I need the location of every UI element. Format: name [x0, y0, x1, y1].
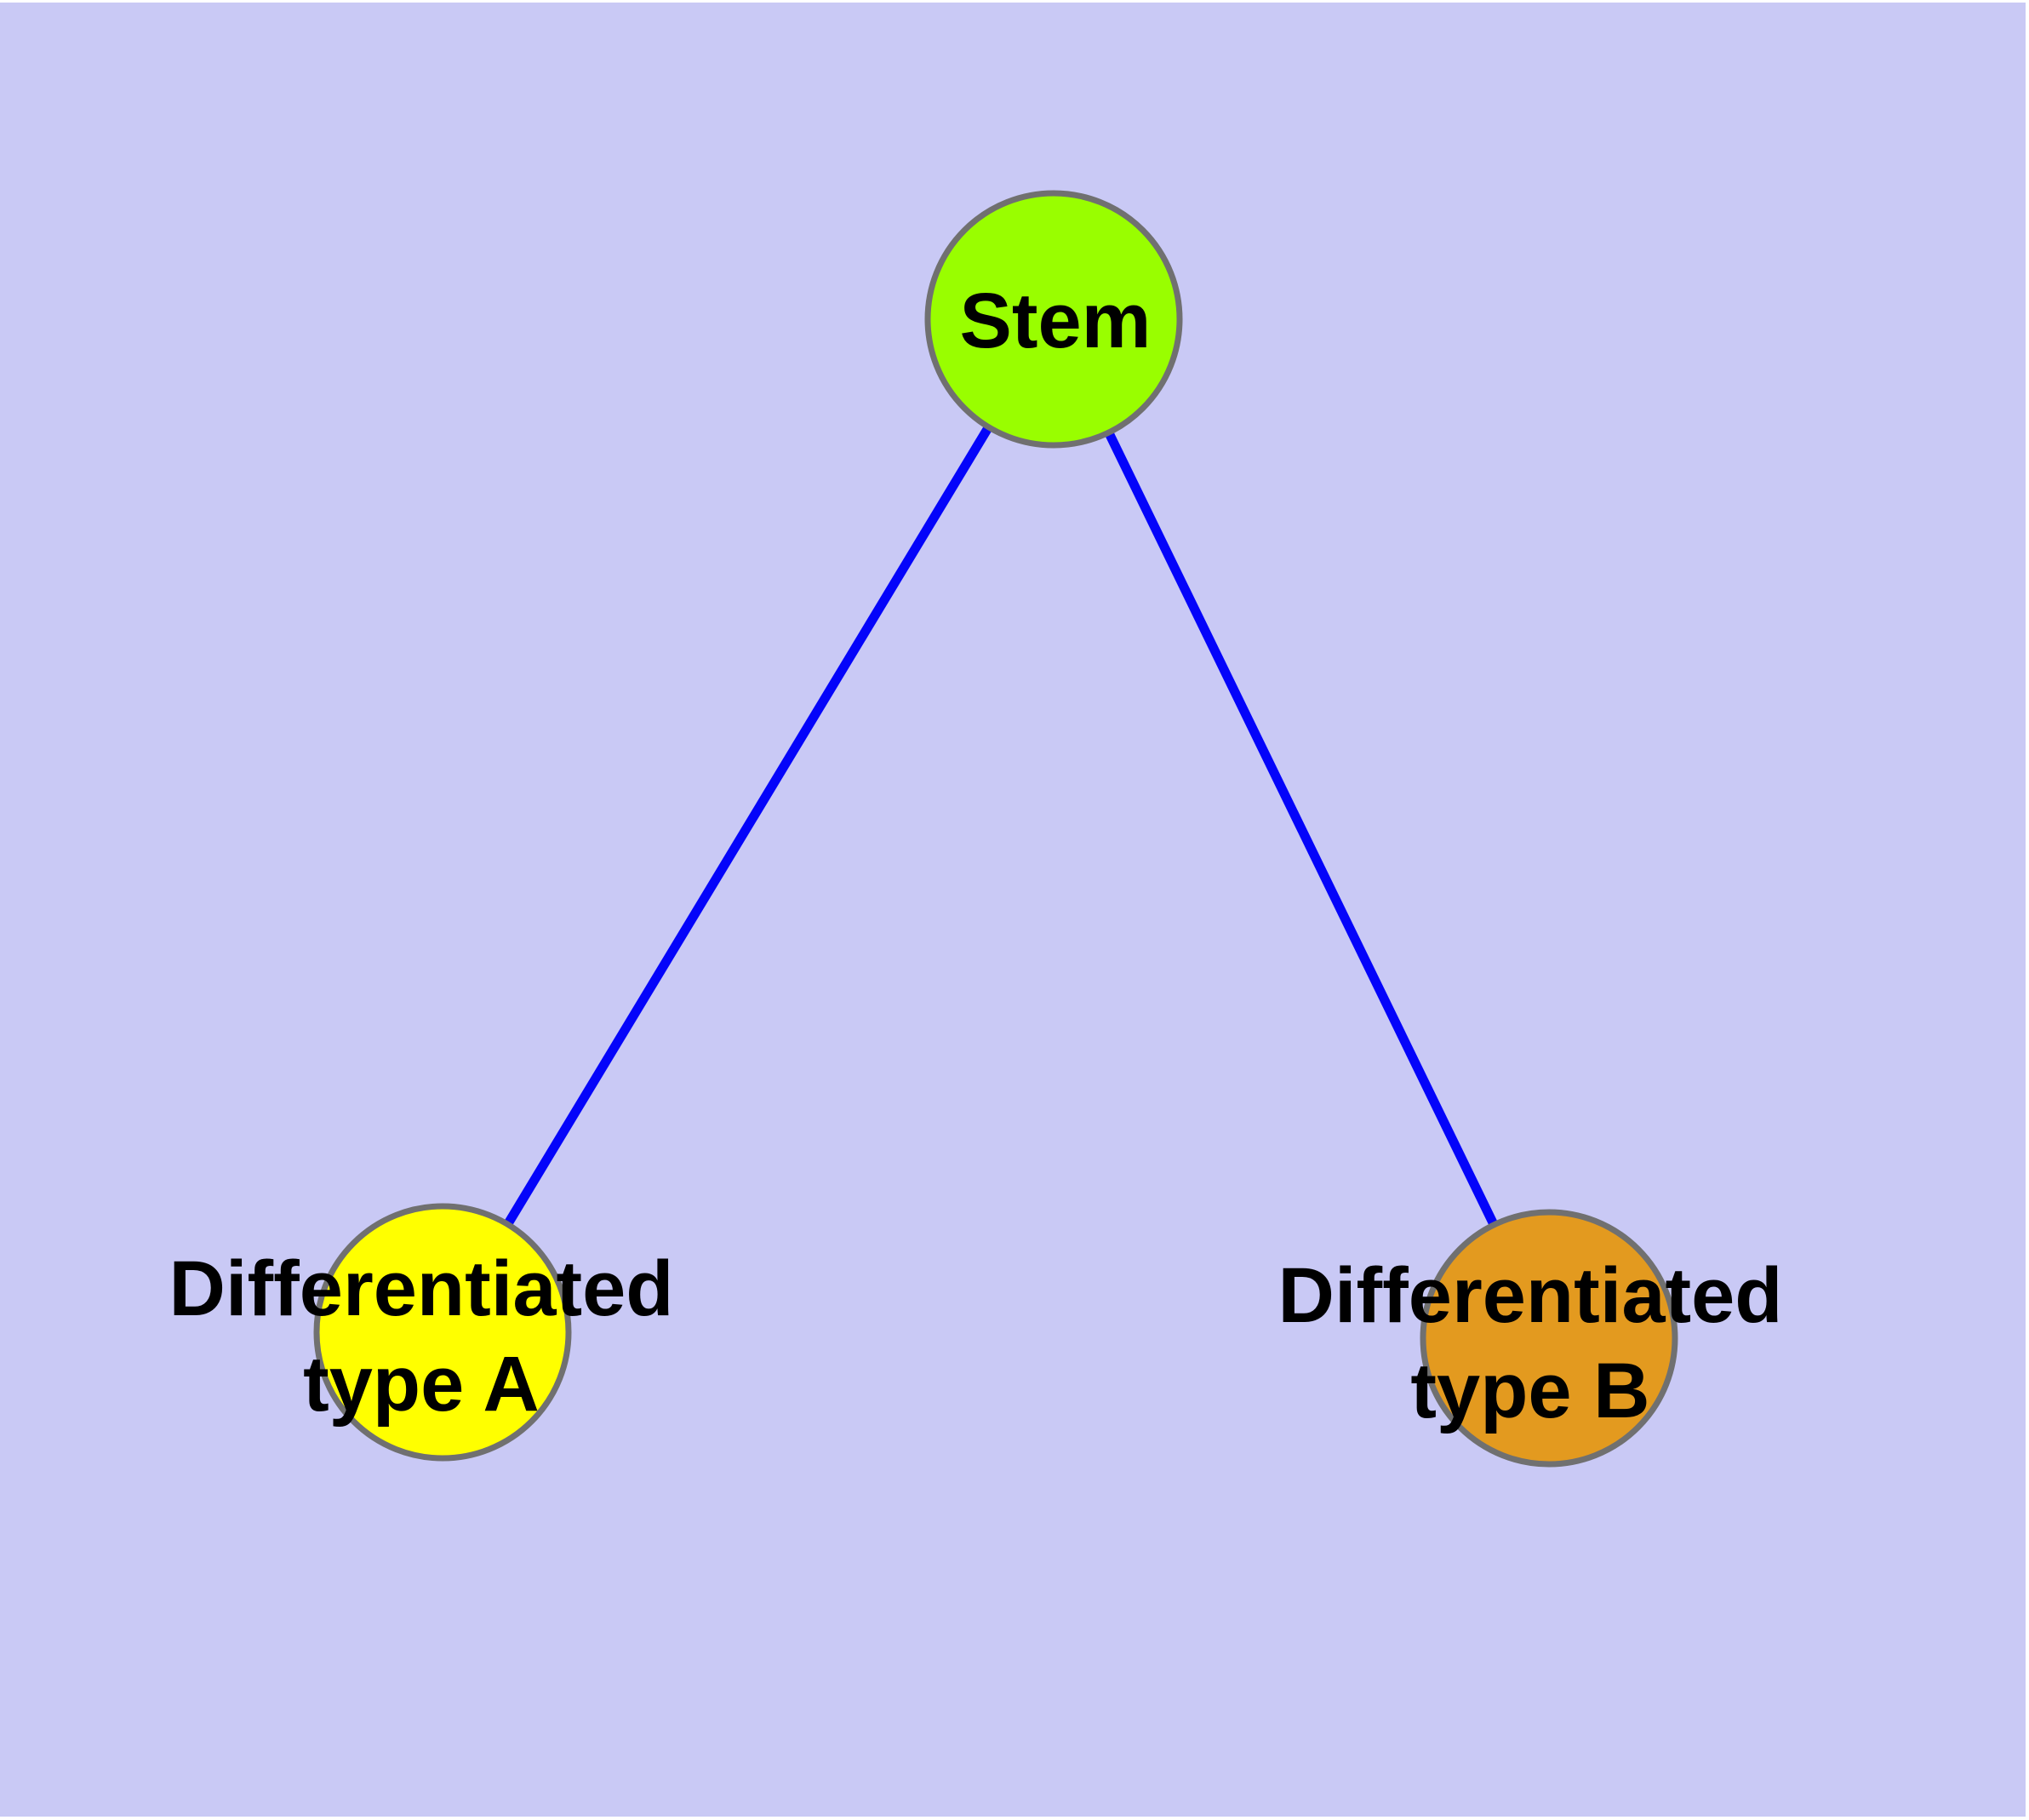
- edge-stem-to-type-b[interactable]: [1049, 317, 1553, 1341]
- node-type-b-circle[interactable]: [1420, 1209, 1678, 1468]
- node-type-a-label: Differentiated type A: [169, 1241, 674, 1432]
- node-type-b-label: Differentiated type B: [1278, 1248, 1783, 1439]
- label-line: type B: [1410, 1348, 1650, 1434]
- edge-stem-to-type-a[interactable]: [438, 317, 1058, 1335]
- label-line: Differentiated: [1277, 1252, 1783, 1339]
- label-line: type A: [303, 1341, 540, 1428]
- node-stem-circle[interactable]: [924, 190, 1183, 449]
- node-stem-label: Stem: [960, 273, 1152, 369]
- node-type-a-circle[interactable]: [313, 1203, 572, 1462]
- label-line: Stem: [959, 278, 1152, 364]
- label-line: Differentiated: [169, 1245, 674, 1332]
